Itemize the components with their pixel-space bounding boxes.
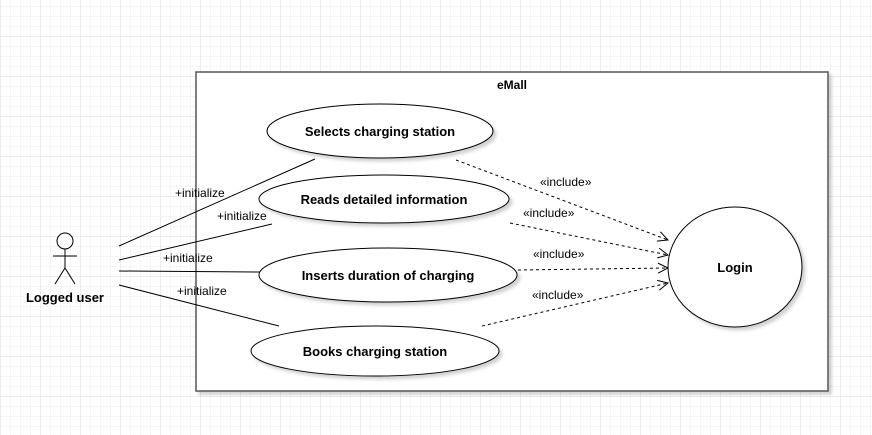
association-book[interactable] bbox=[118, 284, 280, 327]
stick-figure-icon bbox=[53, 232, 77, 285]
include-insert[interactable] bbox=[517, 268, 668, 270]
associations bbox=[118, 158, 316, 327]
actor-name: Logged user bbox=[26, 290, 104, 305]
actor-logged-user[interactable]: Logged user bbox=[26, 232, 104, 305]
use-case-insert[interactable]: Inserts duration of charging bbox=[258, 247, 518, 303]
include-label-read: «include» bbox=[523, 206, 575, 220]
use-case-label: Login bbox=[717, 260, 752, 275]
association-label-insert: +initialize bbox=[163, 251, 213, 265]
use-case-read[interactable]: Reads detailed information bbox=[258, 174, 510, 224]
include-book[interactable] bbox=[481, 283, 668, 327]
include-select[interactable] bbox=[455, 159, 668, 240]
association-read[interactable] bbox=[118, 223, 273, 261]
include-label-select: «include» bbox=[540, 175, 592, 189]
use-case-label: Books charging station bbox=[303, 344, 448, 359]
association-label-select: +initialize bbox=[175, 186, 225, 200]
association-insert[interactable] bbox=[118, 270, 261, 273]
use-case-login[interactable]: Login bbox=[667, 206, 803, 328]
system-name: eMall bbox=[497, 78, 527, 92]
use-case-select[interactable]: Selects charging station bbox=[266, 103, 494, 159]
use-case-book[interactable]: Books charging station bbox=[250, 325, 500, 377]
include-label-insert: «include» bbox=[533, 247, 585, 261]
include-dependencies bbox=[455, 159, 668, 327]
association-label-book: +initialize bbox=[177, 284, 227, 298]
association-label-read: +initialize bbox=[217, 209, 267, 223]
use-case-label: Inserts duration of charging bbox=[302, 268, 475, 283]
use-case-label: Reads detailed information bbox=[301, 192, 468, 207]
use-case-label: Selects charging station bbox=[305, 124, 455, 139]
association-select[interactable] bbox=[118, 158, 316, 247]
include-label-book: «include» bbox=[532, 288, 584, 302]
include-read[interactable] bbox=[509, 222, 668, 255]
